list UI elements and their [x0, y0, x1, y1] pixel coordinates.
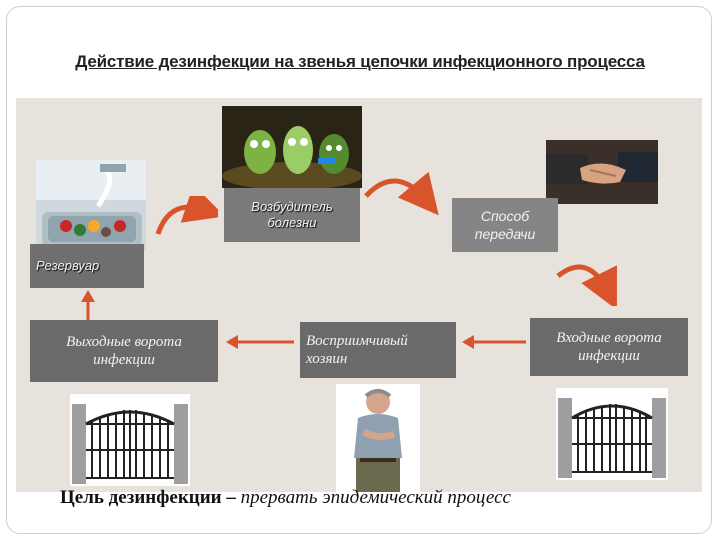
- host-box: Восприимчивый хозяин: [300, 322, 456, 378]
- arrow-reservoir-to-pathogen: [148, 196, 218, 240]
- arrow-entry-to-host: [460, 332, 530, 352]
- transmission-box: Способ передачи: [452, 198, 558, 252]
- entry-gate-box: Входные ворота инфекции: [530, 318, 688, 376]
- gate-left-image: [70, 394, 190, 486]
- exit-gate-box: Выходные ворота инфекции: [30, 320, 218, 382]
- gate-right-image: [556, 388, 668, 480]
- entry-gate-label: Входные ворота инфекции: [536, 329, 682, 365]
- page-title: Действие дезинфекции на звенья цепочки и…: [0, 52, 720, 72]
- sick-person-image: [336, 384, 420, 492]
- goal-statement: Цель дезинфекции – прервать эпидемически…: [60, 487, 700, 509]
- arrow-exit-to-reservoir: [78, 288, 98, 322]
- goal-dash: –: [222, 487, 241, 508]
- reservoir-label: Резервуар: [36, 257, 99, 275]
- arrow-transmission-to-entry: [552, 256, 622, 306]
- arrow-pathogen-to-transmission: [360, 168, 440, 218]
- host-label: Восприимчивый хозяин: [306, 332, 450, 368]
- pathogen-box: Возбудитель болезни: [224, 188, 360, 242]
- handshake-image: [546, 140, 658, 204]
- pathogen-label: Возбудитель болезни: [230, 199, 354, 231]
- germs-image: [222, 106, 362, 188]
- reservoir-box: Резервуар: [30, 244, 144, 288]
- goal-prefix: Цель дезинфекции: [60, 487, 222, 508]
- transmission-label: Способ передачи: [458, 207, 552, 243]
- goal-text: прервать эпидемический процесс: [241, 487, 511, 508]
- arrow-host-to-exit: [224, 332, 298, 352]
- sink-image: [36, 160, 146, 250]
- exit-gate-label: Выходные ворота инфекции: [36, 333, 212, 369]
